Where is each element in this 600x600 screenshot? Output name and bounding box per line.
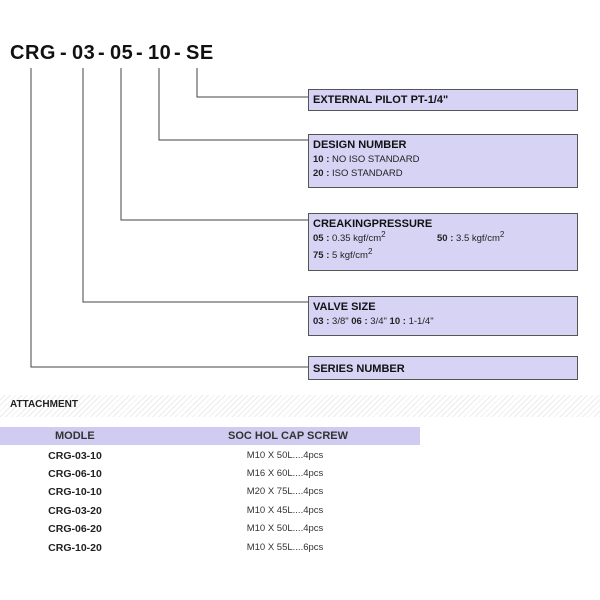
row-model: CRG-10-20: [48, 542, 102, 554]
code-sep-1: -: [60, 42, 68, 64]
code-pressure: 05: [110, 42, 134, 64]
attachment-bar: ATTACHMENT: [0, 395, 600, 417]
row-screw: M16 X 60L....4pcs: [246, 468, 324, 479]
row-model: CRG-06-20: [48, 523, 102, 535]
design-number-title: DESIGN NUMBER: [313, 139, 407, 151]
external-pilot-title: EXTERNAL PILOT PT-1/4": [313, 94, 449, 106]
design-option: 10 : NO ISO STANDARD: [313, 154, 420, 165]
code-sep-2: -: [98, 42, 106, 64]
table-row: CRG-06-20 M10 X 50L....4pcs: [0, 523, 420, 541]
row-model: CRG-06-10: [48, 468, 102, 480]
row-screw: M10 X 55L....6pcs: [246, 542, 324, 553]
attachment-title: ATTACHMENT: [10, 399, 78, 410]
pressure-option: 05 : 0.35 kgf/cm2: [313, 230, 386, 244]
valve-size-options: 03 : 3/8" 06 : 3/4" 10 : 1-1/4": [313, 316, 434, 327]
cracking-pressure-box: CREAKINGPRESSURE 05 : 0.35 kgf/cm2 50 : …: [308, 213, 578, 271]
table-row: CRG-10-10 M20 X 75L....4pcs: [0, 486, 420, 504]
row-model: CRG-10-10: [48, 486, 102, 498]
code-series: CRG: [10, 42, 56, 64]
connector-design: [158, 68, 308, 141]
table-row: CRG-03-20 M10 X 45L....4pcs: [0, 505, 420, 523]
valve-size-title: VALVE SIZE: [313, 301, 376, 313]
row-screw: M10 X 50L....4pcs: [246, 450, 324, 461]
table-row: CRG-06-10 M16 X 60L....4pcs: [0, 468, 420, 486]
header-screw: SOC HOL CAP SCREW: [228, 430, 348, 442]
pressure-row: 05 : 0.35 kgf/cm2 50 : 3.5 kgf/cm2: [313, 230, 573, 247]
connector-size: [82, 68, 308, 303]
code-size: 03: [72, 42, 96, 64]
row-model: CRG-03-10: [48, 450, 102, 462]
code-sep-3: -: [136, 42, 144, 64]
valve-size-box: VALVE SIZE 03 : 3/8" 06 : 3/4" 10 : 1-1/…: [308, 296, 578, 336]
connector-suffix: [196, 68, 308, 98]
code-suffix: SE: [186, 42, 214, 64]
connector-pressure: [120, 68, 308, 221]
series-number-title: SERIES NUMBER: [313, 363, 405, 375]
connector-series: [30, 68, 308, 368]
external-pilot-box: EXTERNAL PILOT PT-1/4": [308, 89, 578, 111]
series-number-box: SERIES NUMBER: [308, 356, 578, 380]
row-screw: M10 X 45L....4pcs: [246, 505, 324, 516]
cracking-pressure-title: CREAKINGPRESSURE: [313, 218, 433, 230]
code-design: 10: [148, 42, 172, 64]
attachment-table-header: MODLE SOC HOL CAP SCREW: [0, 427, 420, 445]
header-model: MODLE: [55, 430, 95, 442]
row-screw: M20 X 75L....4pcs: [246, 486, 324, 497]
design-number-box: DESIGN NUMBER 10 : NO ISO STANDARD 20 : …: [308, 134, 578, 188]
code-sep-4: -: [174, 42, 182, 64]
table-row: CRG-03-10 M10 X 50L....4pcs: [0, 450, 420, 468]
design-option: 20 : ISO STANDARD: [313, 168, 403, 179]
row-model: CRG-03-20: [48, 505, 102, 517]
table-row: CRG-10-20 M10 X 55L....6pcs: [0, 542, 420, 560]
pressure-option: 50 : 3.5 kgf/cm2: [437, 230, 505, 244]
pressure-option: 75 : 5 kgf/cm2: [313, 247, 373, 261]
row-screw: M10 X 50L....4pcs: [246, 523, 324, 534]
